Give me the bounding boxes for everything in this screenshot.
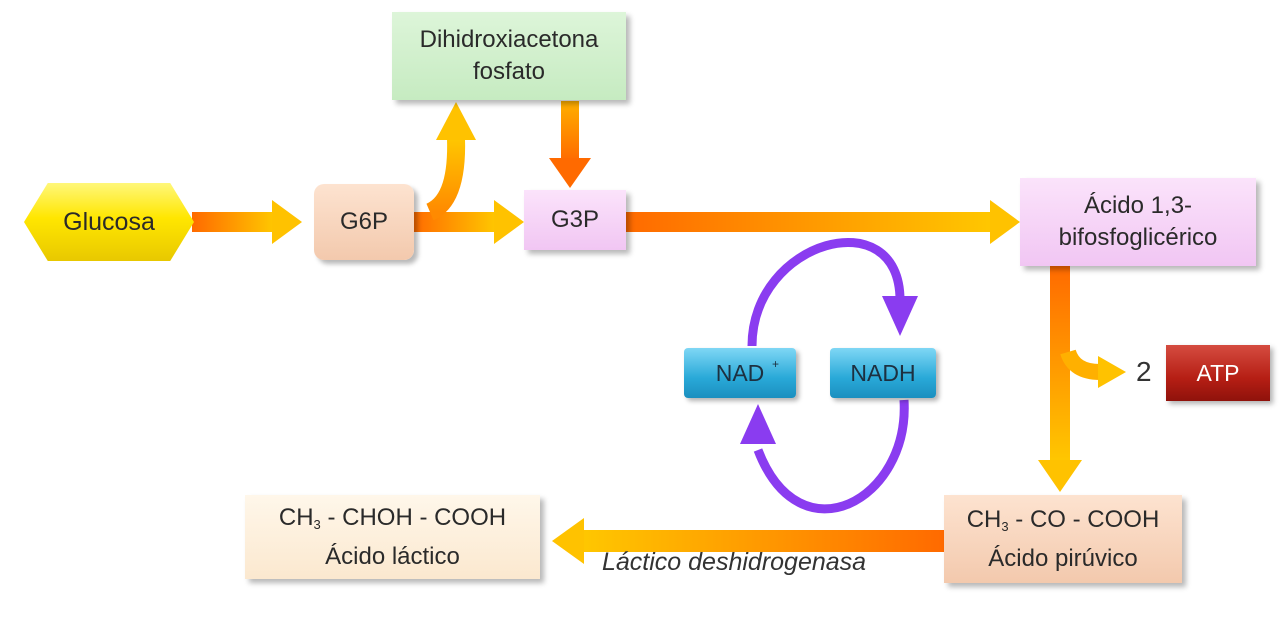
pyruvic-ch: CH (966, 505, 1002, 533)
arrow-to-atp (1060, 349, 1126, 388)
lactic-name: Ácido láctico (325, 542, 460, 570)
g3p-node: G3P (524, 190, 626, 250)
bpg-label-line1: Ácido 1,3- (1083, 192, 1193, 219)
bpg-label-line2: bifosfoglicérico (1058, 224, 1218, 251)
arrow-pyruvic-lactic (552, 518, 944, 564)
glucose-node: Glucosa (24, 183, 194, 261)
g3p-label: G3P (550, 206, 600, 233)
pyruvic-sub: 3 (1001, 518, 1009, 534)
bpg-node: Ácido 1,3- bifosfoglicérico (1020, 178, 1256, 266)
pyruvic-acid-node: CH3 - CO - COOH Ácido pirúvico (944, 495, 1182, 583)
atp-node: ATP (1166, 345, 1270, 401)
atp-count: 2 (1136, 356, 1152, 387)
nad-cycle-arrows (740, 238, 918, 514)
dhap-label-line1: Dihidroxiacetona (419, 26, 599, 53)
lactic-ch: CH (278, 503, 314, 531)
lactic-acid-node: CH3 - CHOH - COOH Ácido láctico (245, 495, 540, 579)
dhap-node: Dihidroxiacetona fosfato (392, 12, 626, 100)
arrow-g3p-bpg (626, 200, 1020, 244)
nadh-node: NADH (830, 348, 936, 398)
arrow-g6p-dhap (425, 102, 476, 221)
pyruvic-name: Ácido pirúvico (988, 544, 1138, 572)
arrow-bpg-pyruvic (1038, 266, 1082, 492)
pyruvic-formula-rest: - CO - COOH (1008, 505, 1160, 533)
nad-label: NAD (715, 359, 765, 386)
dhap-label-line2: fosfato (472, 58, 546, 85)
nadh-label: NADH (850, 359, 916, 386)
atp-label: ATP (1196, 359, 1240, 386)
glucose-label: Glucosa (63, 207, 155, 236)
pyruvic-formula: CH3 - CO - COOH (966, 505, 1160, 534)
g6p-node: G6P (314, 184, 414, 260)
arrow-dhap-g3p (549, 101, 591, 188)
enzyme-label: Láctico deshidrogenasa (602, 548, 867, 576)
g6p-label: G6P (339, 208, 389, 235)
nad-node: NAD (684, 348, 796, 398)
arrow-glucose-g6p (192, 200, 302, 244)
nad-plus-sign: + (772, 357, 780, 371)
lactic-formula-rest: - CHOH - COOH (320, 503, 507, 531)
lactic-formula: CH3 - CHOH - COOH (278, 503, 507, 532)
lactic-sub: 3 (313, 516, 321, 532)
